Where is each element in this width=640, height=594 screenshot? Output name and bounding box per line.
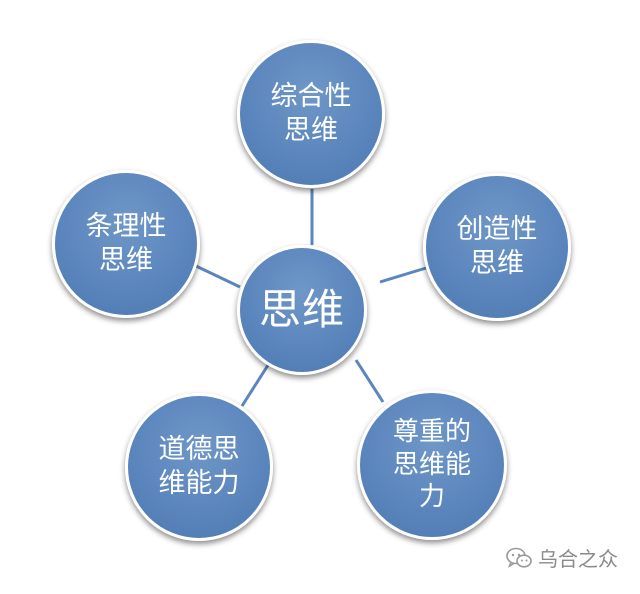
connector-left — [195, 264, 241, 289]
connector-right — [379, 266, 427, 284]
connector-bottom-left — [240, 361, 272, 407]
node-center-thinking: 思维 — [237, 245, 367, 375]
node-moral-thinking: 道德思 维能力 — [125, 393, 273, 541]
connector-bottom-right — [354, 359, 385, 403]
node-label: 道德思 维能力 — [158, 434, 240, 499]
node-label: 尊重的 思维能 力 — [392, 417, 471, 513]
node-label: 综合性 思维 — [270, 81, 352, 146]
node-comprehensive-thinking: 综合性 思维 — [237, 40, 385, 188]
watermark: 乌合之众 — [506, 543, 618, 572]
node-creative-thinking: 创造性 思维 — [423, 173, 571, 321]
wechat-icon — [506, 547, 532, 569]
node-logical-thinking: 条理性 思维 — [52, 170, 200, 318]
watermark-text: 乌合之众 — [538, 547, 618, 571]
center-label: 思维 — [258, 284, 345, 334]
node-label: 创造性 思维 — [456, 214, 538, 279]
node-respectful-thinking: 尊重的 思维能 力 — [357, 390, 507, 540]
node-label: 条理性 思维 — [85, 211, 167, 276]
